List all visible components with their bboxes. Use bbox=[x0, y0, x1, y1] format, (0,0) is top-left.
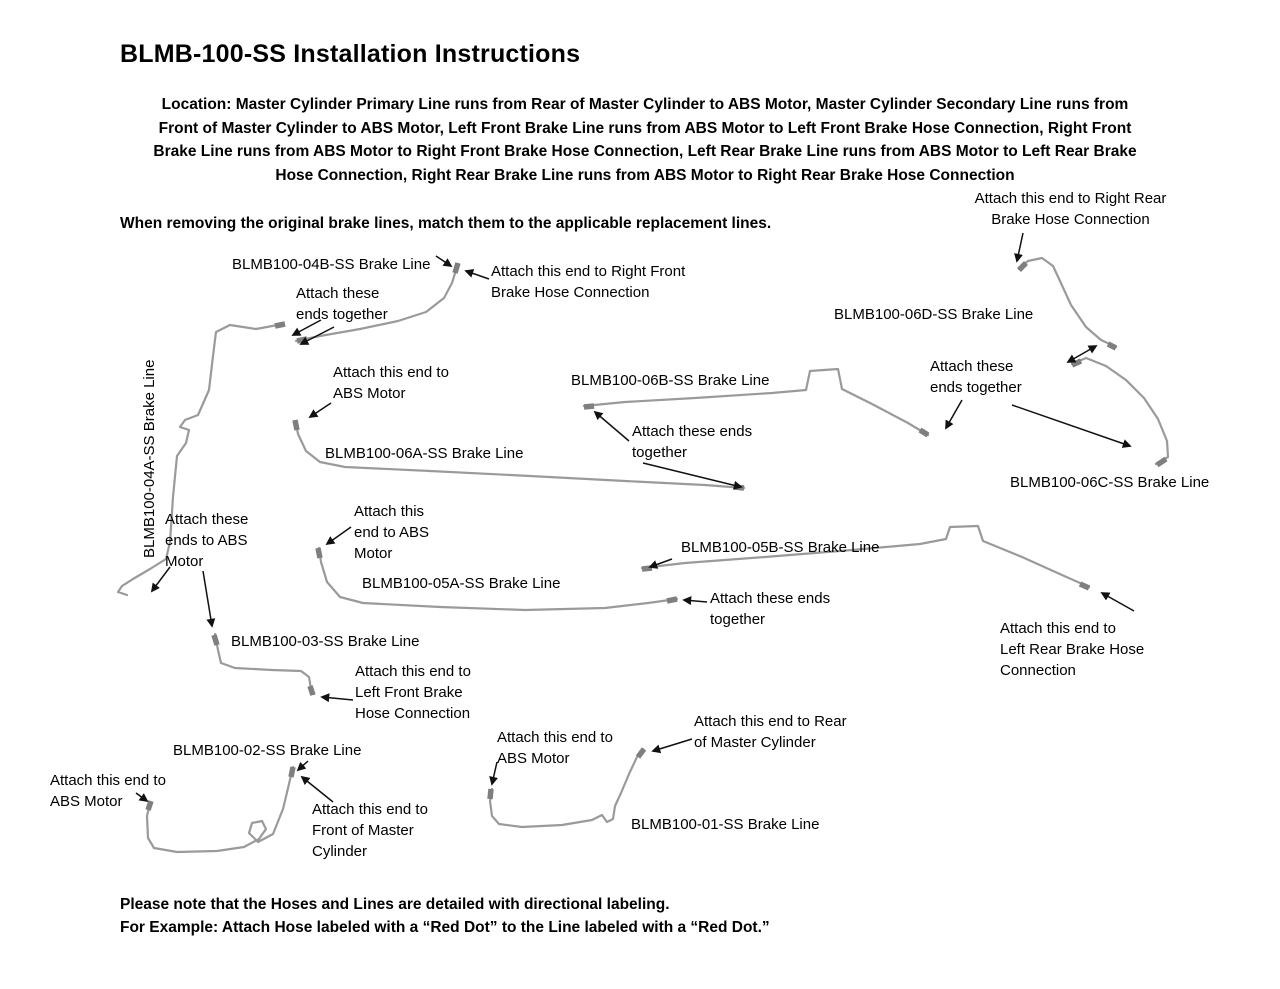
line-label-05a: BLMB100-05A-SS Brake Line bbox=[362, 575, 561, 592]
callout-abs-motor-06a: Attach this end to ABS Motor bbox=[333, 364, 449, 402]
brake-line-04b-drawing bbox=[294, 262, 460, 343]
callout-abs-motor-01: Attach this end to ABS Motor bbox=[497, 729, 613, 767]
arrow-left-rear-hose bbox=[1100, 592, 1135, 612]
line-label-03: BLMB100-03-SS Brake Line bbox=[231, 633, 420, 650]
fitting bbox=[1106, 341, 1118, 351]
fitting bbox=[666, 596, 678, 604]
fitting bbox=[288, 766, 296, 778]
brake-line-04a-drawing bbox=[116, 322, 285, 597]
arrow-ends-06cd-to-06c bbox=[1011, 404, 1132, 448]
arrow-left-front-hose bbox=[320, 693, 354, 703]
line-label-06b: BLMB100-06B-SS Brake Line bbox=[571, 372, 770, 389]
callout-left-front-hose: Attach this end to Left Front Brake Hose… bbox=[355, 663, 471, 722]
fittings-group bbox=[145, 261, 1168, 811]
fitting bbox=[307, 685, 316, 696]
fitting bbox=[1078, 581, 1091, 591]
callout-abs-motor-05a: Attach this end to ABS Motor bbox=[354, 503, 430, 562]
arrow-ends-abs-to-03 bbox=[202, 570, 216, 628]
arrow-right-rear-hose bbox=[1014, 232, 1024, 263]
line-label-06c: BLMB100-06C-SS Brake Line bbox=[1010, 474, 1210, 491]
line-label-01: BLMB100-01-SS Brake Line bbox=[631, 816, 820, 833]
arrow-04b-label bbox=[435, 255, 453, 267]
fitting bbox=[918, 427, 930, 438]
brake-lines-group bbox=[116, 256, 1170, 854]
arrow-ends-abs-to-04a bbox=[150, 566, 171, 593]
callout-ends-to-abs-motor: Attach these ends to ABS Motor bbox=[165, 511, 249, 570]
callout-right-rear-hose: Attach this end to Right Rear Brake Hose… bbox=[974, 190, 1167, 228]
arrow-ends-04-b bbox=[299, 326, 335, 345]
callout-ends-together-06cd: Attach these ends together bbox=[930, 358, 1022, 396]
brake-line-03-drawing bbox=[213, 632, 316, 696]
arrow-ends-06ab-to-06a bbox=[642, 462, 743, 490]
fitting bbox=[487, 788, 494, 800]
line-label-05b: BLMB100-05B-SS Brake Line bbox=[681, 539, 880, 556]
arrow-ends-06cd-to-06b bbox=[945, 399, 963, 430]
fitting bbox=[583, 403, 595, 410]
match-note: When removing the original brake lines, … bbox=[120, 215, 772, 232]
footer-note-1: Please note that the Hoses and Lines are… bbox=[120, 896, 670, 913]
callout-ends-together-05: Attach these ends together bbox=[710, 590, 831, 628]
fitting bbox=[296, 336, 308, 344]
fitting bbox=[1017, 261, 1028, 272]
brake-line-05b-drawing bbox=[640, 524, 1091, 589]
line-label-06a: BLMB100-06A-SS Brake Line bbox=[325, 445, 524, 462]
arrow-abs-05a bbox=[325, 526, 352, 546]
fitting bbox=[1070, 358, 1083, 368]
brake-line-05a-drawing bbox=[317, 546, 679, 612]
callout-left-rear-hose: Attach this end to Left Rear Brake Hose … bbox=[1000, 620, 1145, 679]
arrow-05b-label bbox=[648, 558, 673, 569]
brake-line-02-drawing bbox=[145, 765, 295, 854]
fitting bbox=[635, 747, 647, 759]
fitting bbox=[452, 262, 461, 274]
arrows-group bbox=[135, 232, 1135, 803]
location-paragraph: Location: Master Cylinder Primary Line r… bbox=[153, 96, 1137, 184]
brake-line-06d-drawing bbox=[1017, 256, 1118, 349]
line-label-02: BLMB100-02-SS Brake Line bbox=[173, 742, 362, 759]
arrow-abs-06a bbox=[308, 402, 332, 418]
callout-ends-together-04: Attach these ends together bbox=[296, 285, 388, 323]
arrow-02-label bbox=[296, 760, 309, 772]
brake-line-01-drawing bbox=[488, 747, 645, 829]
arrow-ends-05 bbox=[682, 596, 708, 606]
footer-note-2: For Example: Attach Hose labeled with a … bbox=[120, 919, 770, 936]
fitting bbox=[641, 565, 653, 572]
line-label-04b: BLMB100-04B-SS Brake Line bbox=[232, 256, 431, 273]
fitting bbox=[274, 321, 286, 329]
arrow-rear-master bbox=[651, 738, 693, 754]
arrow-ends-06ab-to-06b bbox=[593, 410, 630, 442]
fitting bbox=[1155, 456, 1168, 468]
callout-abs-motor-02: Attach this end to ABS Motor bbox=[50, 772, 166, 810]
line-label-06d: BLMB100-06D-SS Brake Line bbox=[834, 306, 1034, 323]
arrow-abs-01 bbox=[489, 761, 498, 786]
line-label-04a: BLMB100-04A-SS Brake Line bbox=[141, 359, 158, 558]
callout-right-front-hose: Attach this end to Right Front Brake Hos… bbox=[491, 263, 686, 301]
arrow-06d-06c-double bbox=[1066, 345, 1098, 363]
page-title: BLMB-100-SS Installation Instructions bbox=[120, 40, 581, 68]
fitting bbox=[315, 547, 323, 559]
fitting bbox=[145, 800, 154, 811]
arrow-ends-04-a bbox=[291, 319, 322, 336]
callout-front-master: Attach this end to Front of Master Cylin… bbox=[312, 801, 428, 860]
arrow-front-master bbox=[300, 775, 334, 803]
callout-ends-together-06ab: Attach these ends together bbox=[632, 423, 753, 461]
fitting bbox=[211, 634, 220, 646]
fitting bbox=[292, 419, 300, 431]
brake-line-06b-drawing bbox=[582, 367, 930, 437]
brake-line-06a-drawing bbox=[294, 421, 746, 490]
brake-line-06c-drawing bbox=[1070, 356, 1170, 466]
callout-rear-master: Attach this end to Rear of Master Cylind… bbox=[694, 713, 847, 751]
arrow-abs-02 bbox=[135, 792, 149, 803]
arrow-right-front-hose bbox=[464, 269, 490, 280]
